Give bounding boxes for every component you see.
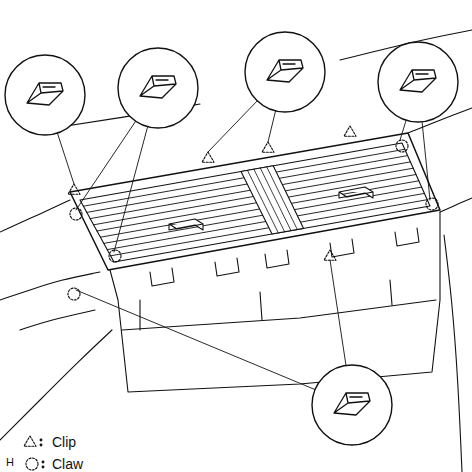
leader-line (400, 120, 406, 140)
clip-legend-symbol (24, 436, 36, 446)
figure-mark: H (6, 457, 14, 468)
clip-detail-icon (334, 393, 370, 415)
dashboard-edge (0, 272, 100, 300)
dashboard-edge (440, 198, 472, 212)
detail-circle (378, 42, 458, 122)
leader-line (114, 127, 148, 252)
detail-circle (118, 48, 198, 128)
dashboard-edge (444, 235, 462, 472)
detail-circle (312, 365, 392, 445)
detail-circle (5, 55, 85, 135)
housing-edge (122, 300, 436, 330)
dashboard-edge (20, 310, 95, 330)
detail-circle (245, 32, 325, 112)
claw-marker (426, 198, 438, 210)
legend-text: Claw (52, 457, 83, 471)
leader-line (208, 101, 257, 152)
housing-tab (150, 268, 174, 286)
leader-line (268, 111, 276, 142)
grille-inner-frame (80, 143, 430, 262)
clip-detail-icon (267, 60, 303, 82)
clip-detail-icon (27, 83, 63, 105)
legend-colon (40, 439, 42, 441)
leader-line (422, 122, 430, 200)
claw-marker (68, 288, 80, 300)
legend-colon (40, 444, 42, 446)
clip-marker (68, 184, 80, 194)
claw-marker (70, 208, 82, 220)
leader-line (57, 133, 74, 184)
dashboard-edge (0, 330, 112, 440)
divider-fin (267, 167, 298, 230)
leader-line (76, 121, 136, 210)
legend-colon (42, 466, 44, 468)
leader-line (76, 290, 315, 390)
housing-tab (265, 250, 289, 268)
center-divider (241, 166, 304, 234)
claw-marker (396, 140, 408, 152)
clip-detail-icon (140, 76, 176, 98)
clip-marker (344, 126, 356, 136)
clip-detail-icon (400, 70, 436, 92)
clip-marker (202, 152, 214, 162)
divider-fin (247, 170, 278, 233)
housing-tab (395, 228, 419, 246)
claw-marker (109, 250, 121, 262)
housing-rib (140, 280, 392, 330)
claw-legend-symbol (26, 458, 38, 470)
louver-knob (339, 187, 373, 198)
register-grille (70, 133, 440, 270)
housing-tab (330, 239, 354, 257)
divider-fin (254, 169, 285, 232)
leader-line (330, 260, 346, 365)
clip-marker (324, 250, 336, 260)
divider-fin (260, 168, 291, 231)
legend-colon (42, 461, 44, 463)
housing-tab (215, 258, 239, 276)
legend-text: Clip (52, 435, 76, 449)
clip-marker (262, 142, 274, 152)
dashboard-edge (0, 200, 70, 232)
louver-knob (169, 219, 203, 230)
